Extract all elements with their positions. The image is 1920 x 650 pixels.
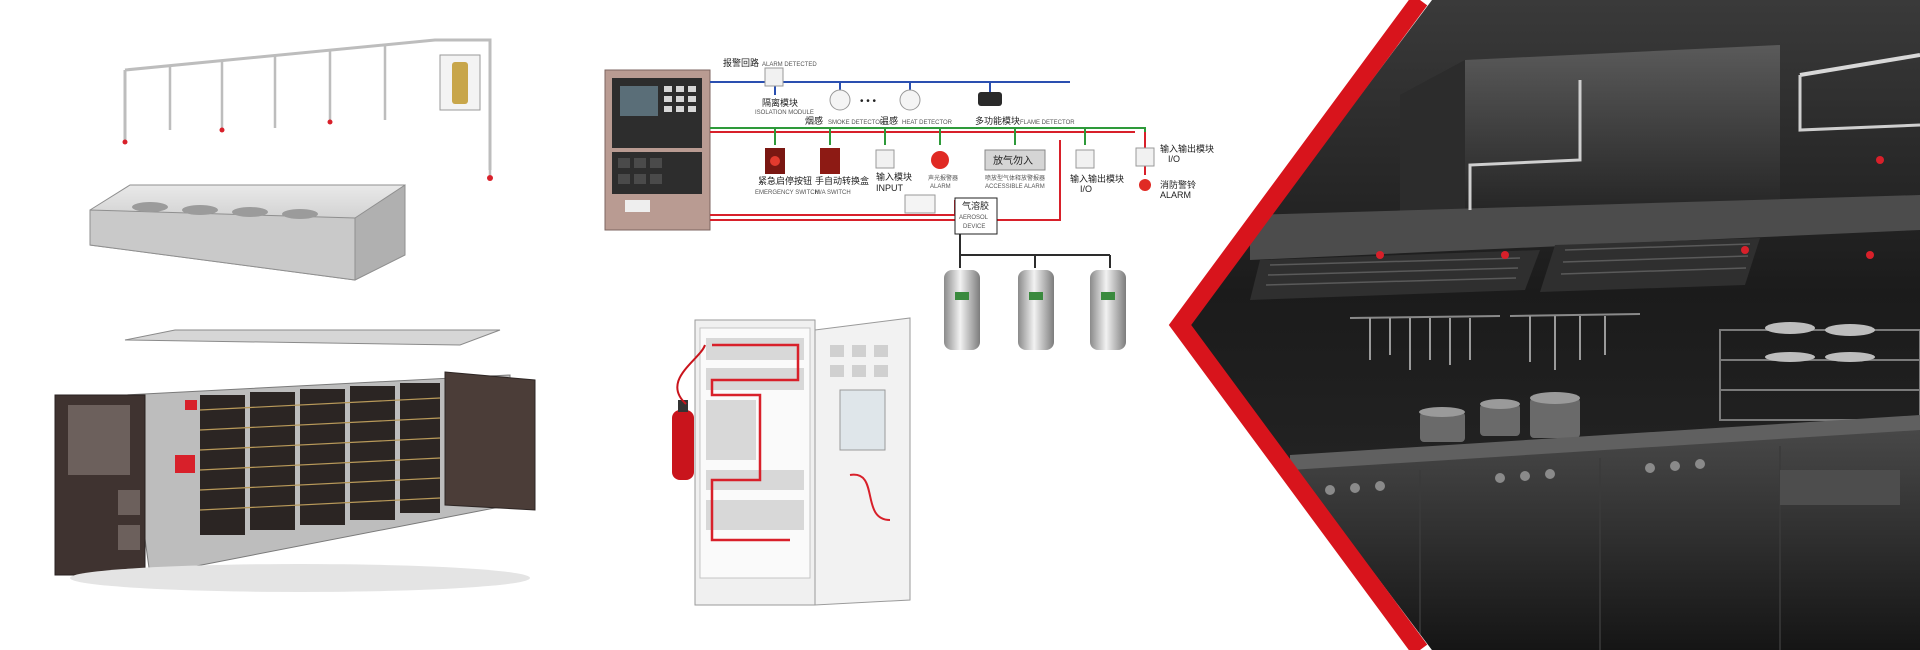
isolation-module-icon — [764, 67, 784, 87]
io-module-right-en-label: I/O — [1168, 154, 1180, 164]
smoke-detector-label: 烟感 — [805, 115, 823, 126]
commercial-kitchen-photo — [1168, 0, 1920, 650]
isolation-module-en-label: ISOLATION MODULE — [755, 110, 814, 116]
fire-alarm-label: 消防警铃 — [1160, 179, 1196, 190]
aerosol-device-label: 气溶胶 — [962, 200, 989, 211]
detector-ellipsis: • • • — [860, 96, 877, 107]
aerosol-device-en-label-1: AEROSOL — [959, 215, 989, 221]
emergency-switch-label: 紧急启停按钮 — [758, 175, 812, 186]
isolation-module-label: 隔离模块 — [762, 97, 798, 108]
manual-switch-label: 手自动转换盒 — [815, 175, 869, 186]
io-module-right-icon — [1135, 147, 1155, 167]
emergency-switch-en-label: EMERGENCY SWITCH — [755, 190, 819, 196]
no-entry-sign-text: 放气勿入 — [993, 154, 1033, 167]
io-module-right-label: 输入输出模块 — [1160, 143, 1214, 154]
manual-switch-en-label: M/A SWITCH — [815, 190, 851, 196]
kitchen-pipe-network-illustration — [89, 38, 493, 281]
heat-detector-en-label: HEAT DETECTOR — [902, 120, 953, 126]
aerosol-device-en-label-2: DEVICE — [963, 224, 985, 230]
aerosol-control-icon — [904, 194, 936, 214]
smoke-detector-en-label: SMOKE DETECTOR — [828, 120, 885, 126]
io-module-label: 输入输出模块 — [1070, 173, 1124, 184]
multi-detector-icon — [978, 92, 1002, 106]
sound-light-alarm-en-label: ALARM — [930, 184, 951, 190]
heat-detector-icon — [899, 89, 921, 111]
fire-alarm-system-diagram: 报警回路 ALARM DETECTED 隔离模块 ISOLATION MODUL… — [604, 57, 1214, 350]
electrical-cabinet-illustration — [672, 317, 911, 606]
battery-container-illustration — [54, 329, 536, 592]
smoke-detector-icon — [829, 89, 851, 111]
release-lamp-en-label: ACCESSIBLE ALARM — [985, 184, 1045, 190]
sound-light-alarm-label: 声光报警器 — [928, 174, 958, 182]
loop-header-en-label: ALARM DETECTED — [762, 62, 817, 68]
multi-detector-label: 多功能模块 — [975, 115, 1020, 126]
fire-alarm-en-label: ALARM — [1160, 190, 1191, 200]
sound-light-alarm-icon — [931, 151, 949, 169]
aerosol-device-box — [954, 197, 998, 235]
loop-header-label: 报警回路 — [723, 57, 759, 68]
io-module-en-label: I/O — [1080, 184, 1092, 194]
fire-alarm-bell-icon — [1139, 179, 1151, 191]
release-lamp-label: 喷放型气体释放警报器 — [985, 174, 1045, 182]
input-module-label: 输入模块 — [876, 171, 912, 182]
io-module-icon — [1075, 149, 1095, 169]
manual-switch-icon — [820, 148, 840, 174]
no-entry-sign-icon — [984, 149, 1046, 171]
heat-detector-label: 温感 — [880, 115, 898, 126]
aerosol-canisters — [944, 270, 1126, 350]
red-chevron-border — [1168, 0, 1428, 650]
input-module-icon — [875, 149, 895, 169]
multi-detector-en-label: FLAME DETECTOR — [1020, 120, 1075, 126]
fire-alarm-control-panel — [604, 69, 711, 231]
input-module-en-label: INPUT — [876, 183, 904, 193]
